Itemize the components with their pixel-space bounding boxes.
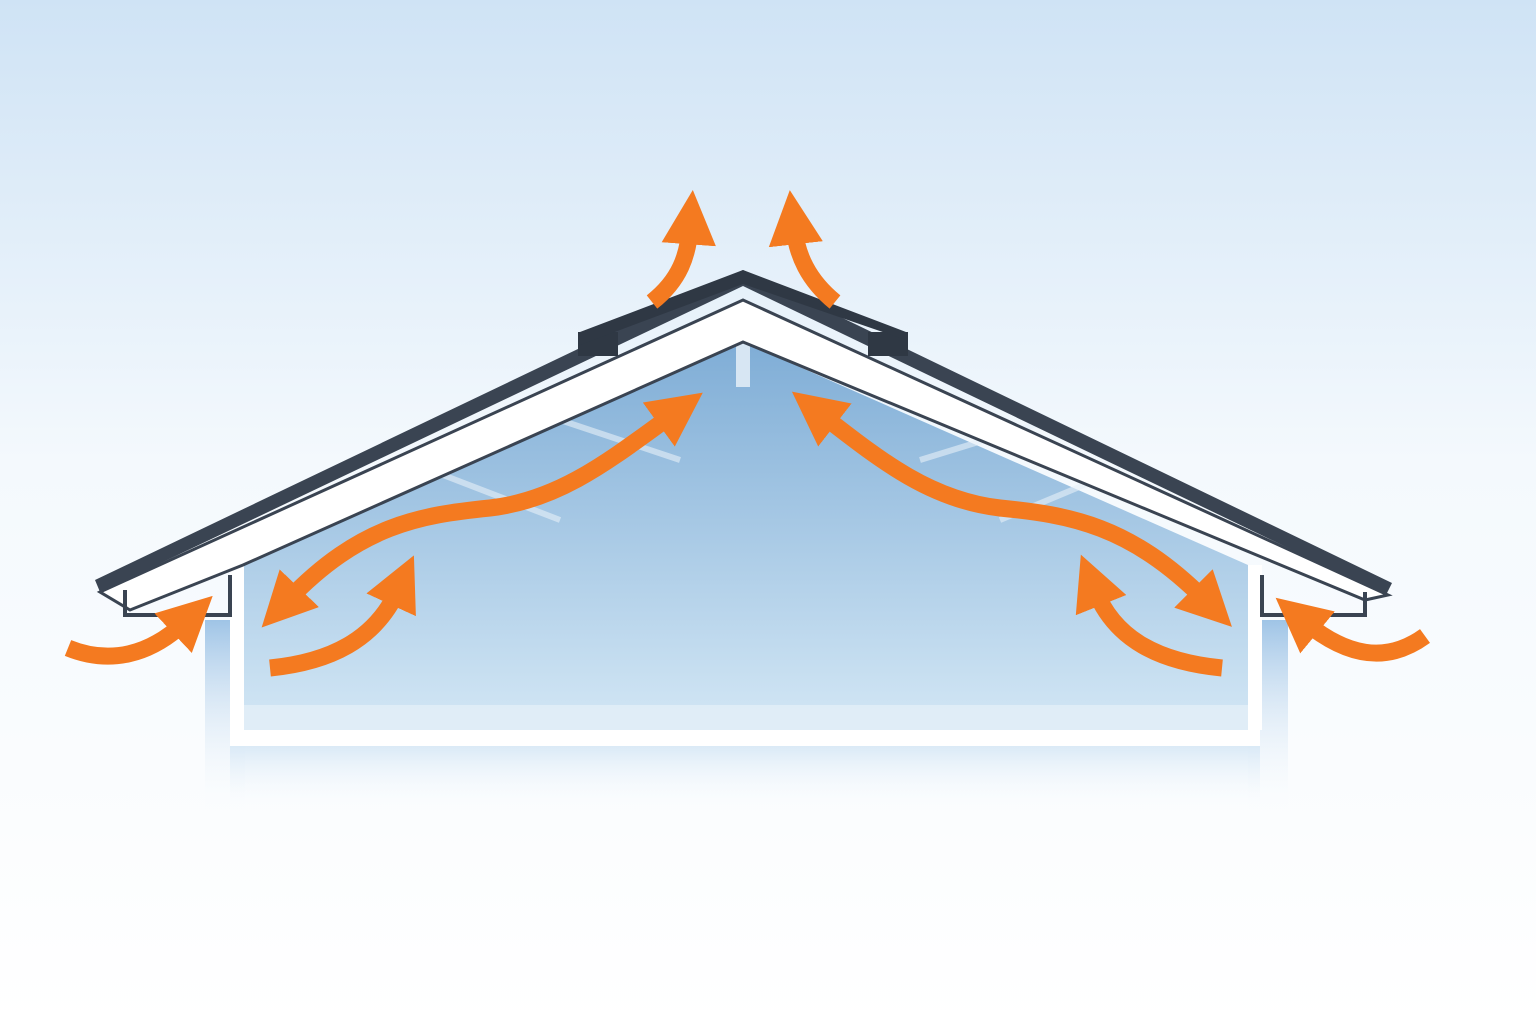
room-below — [230, 745, 1260, 815]
airflow-arrow-soffit-intake-left — [64, 595, 213, 665]
ridge-beam — [736, 342, 750, 387]
ridge-cap — [580, 270, 906, 345]
attic-floor-insulation — [243, 705, 1248, 730]
attic-side-left — [230, 565, 244, 730]
attic-side-right — [1248, 565, 1262, 730]
airflow-arrow-inner-right — [1075, 554, 1223, 677]
airflow-arrow-soffit-intake-right — [1275, 597, 1430, 662]
attic-space — [243, 342, 1248, 730]
airflow-arrow-exhaust-left — [646, 190, 716, 309]
airflow-arrow-rising-right — [791, 391, 1232, 627]
airflow-arrow-rising-left — [261, 392, 703, 628]
airflow-arrow-exhaust-right — [768, 190, 841, 309]
ceiling-joist — [230, 730, 1260, 746]
